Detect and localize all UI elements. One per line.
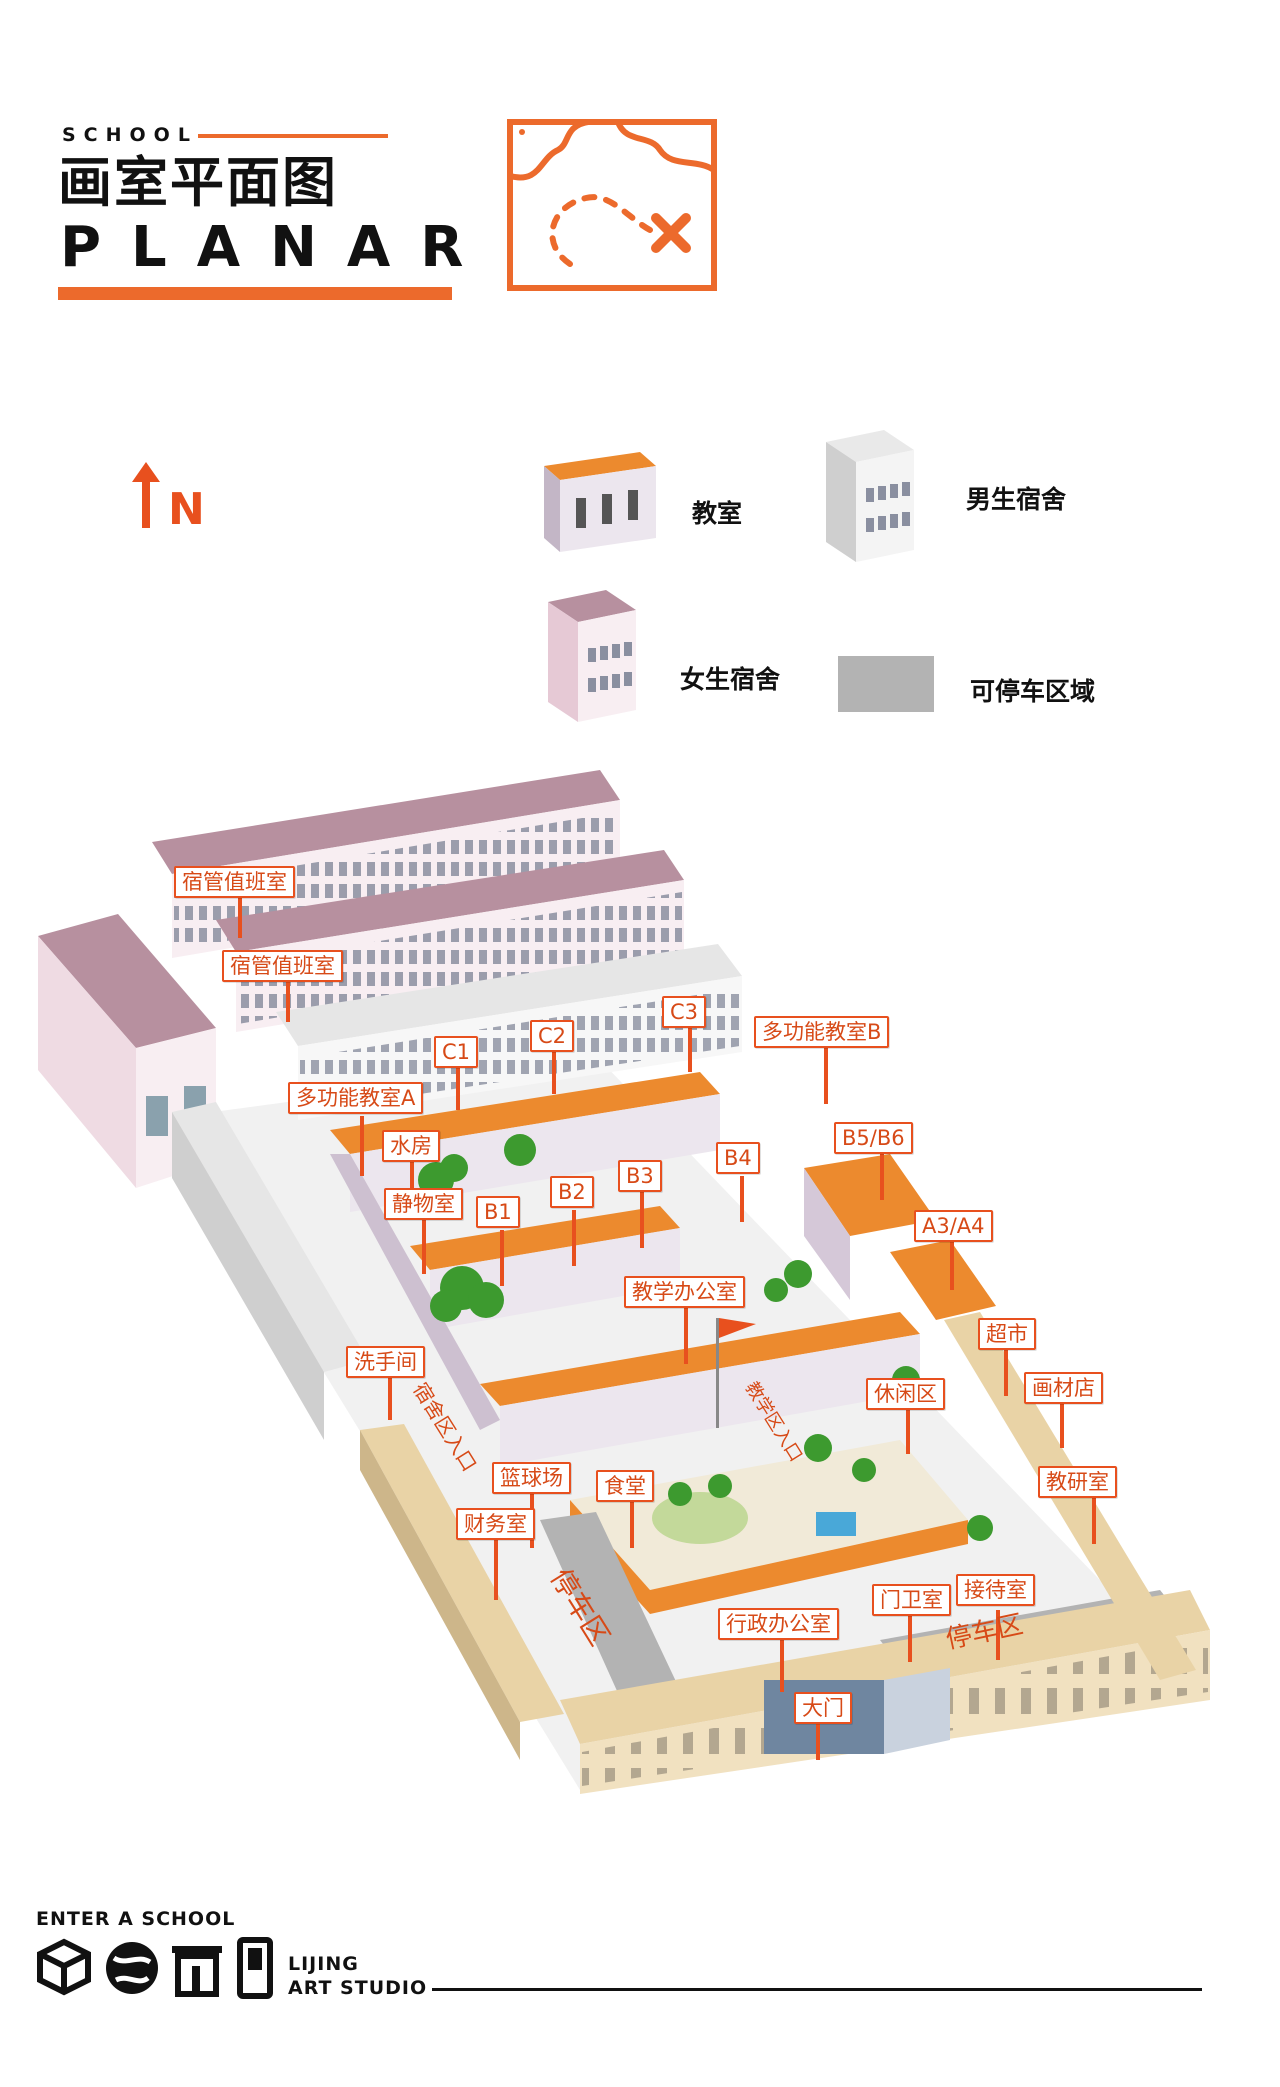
legend-classroom-label: 教室 bbox=[692, 499, 743, 528]
tag-stem bbox=[688, 1012, 692, 1072]
tag-b5-b6: B5/B6 bbox=[834, 1122, 913, 1154]
tag-stem bbox=[360, 1116, 364, 1176]
treasure-map-icon bbox=[507, 119, 717, 291]
tag-stem bbox=[494, 1540, 498, 1600]
north-arrow-icon bbox=[132, 462, 160, 528]
tag-rest-area: 休闲区 bbox=[866, 1378, 945, 1410]
title-underline bbox=[58, 287, 452, 300]
tag-c2: C2 bbox=[530, 1020, 575, 1052]
tag-a3-a4: A3/A4 bbox=[914, 1210, 993, 1242]
footer-rule bbox=[432, 1988, 1202, 1991]
tag-stem bbox=[640, 1192, 644, 1248]
legend-boys-dorm-label: 男生宿舍 bbox=[966, 485, 1067, 514]
tag-basketball: 篮球场 bbox=[492, 1462, 571, 1494]
tag-b2: B2 bbox=[550, 1176, 594, 1208]
tag-multi-b: 多功能教室B bbox=[754, 1016, 890, 1048]
north-indicator: N bbox=[128, 460, 205, 535]
tag-reception: 接待室 bbox=[956, 1574, 1035, 1606]
tag-stem bbox=[950, 1240, 954, 1290]
tag-restroom: 洗手间 bbox=[346, 1346, 425, 1378]
tag-admin-office: 行政办公室 bbox=[718, 1608, 839, 1640]
tag-stem bbox=[456, 1050, 460, 1110]
tag-stem bbox=[552, 1034, 556, 1094]
legend-girls-dorm-label: 女生宿舍 bbox=[680, 665, 781, 694]
tag-stem bbox=[572, 1210, 576, 1266]
tag-c3: C3 bbox=[662, 996, 707, 1028]
girls-dorm-legend-icon bbox=[548, 590, 636, 722]
tag-supermarket: 超市 bbox=[978, 1318, 1036, 1350]
globe-icon bbox=[106, 1942, 158, 1994]
tag-stem bbox=[388, 1372, 392, 1420]
school-label: SCHOOL bbox=[62, 124, 198, 146]
tag-stem bbox=[1004, 1348, 1008, 1396]
studio-name: LIJING ART STUDIO bbox=[288, 1952, 427, 2000]
tag-teaching-office: 教学办公室 bbox=[624, 1276, 745, 1308]
studio-name-line2: ART STUDIO bbox=[288, 1977, 428, 1999]
studio-name-line1: LIJING bbox=[288, 1953, 359, 1975]
tag-stem bbox=[780, 1640, 784, 1692]
tag-stem bbox=[630, 1502, 634, 1548]
tag-canteen: 食堂 bbox=[596, 1470, 654, 1502]
tag-water-room: 水房 bbox=[382, 1130, 440, 1162]
tag-stem bbox=[500, 1230, 504, 1286]
tag-stem bbox=[816, 1718, 820, 1760]
north-label: N bbox=[168, 484, 205, 535]
parking-legend-swatch bbox=[838, 656, 934, 712]
header-rule bbox=[198, 134, 388, 138]
tag-main-gate: 大门 bbox=[794, 1692, 852, 1724]
page-title: 画室平面图 bbox=[58, 151, 338, 214]
tag-stem bbox=[996, 1610, 1000, 1660]
tag-stem bbox=[1060, 1400, 1064, 1448]
phone-icon bbox=[237, 1937, 273, 1999]
tag-dorm-duty-1: 宿管值班室 bbox=[174, 866, 295, 898]
tag-research-room: 教研室 bbox=[1038, 1466, 1117, 1498]
tag-stem bbox=[1092, 1496, 1096, 1544]
tag-stem bbox=[238, 882, 242, 938]
tag-stem bbox=[422, 1218, 426, 1274]
footer-tagline: ENTER A SCHOOL bbox=[36, 1908, 236, 1930]
tag-multi-a: 多功能教室A bbox=[288, 1082, 424, 1114]
page-subtitle: PLANAR bbox=[60, 215, 494, 280]
tag-b4: B4 bbox=[716, 1142, 760, 1174]
building-icon bbox=[172, 1946, 222, 1997]
tag-stem bbox=[684, 1308, 688, 1364]
boys-dorm-legend-icon bbox=[826, 430, 914, 562]
tag-stem bbox=[908, 1612, 912, 1662]
cube-icon bbox=[37, 1938, 91, 1996]
tag-stem bbox=[824, 1044, 828, 1104]
tag-stem bbox=[906, 1406, 910, 1454]
tag-finance: 财务室 bbox=[456, 1508, 535, 1540]
tag-stem bbox=[880, 1150, 884, 1200]
classroom-legend-icon bbox=[544, 452, 656, 552]
tag-guard: 门卫室 bbox=[872, 1584, 951, 1616]
tag-b1: B1 bbox=[476, 1196, 520, 1228]
tag-dorm-duty-2: 宿管值班室 bbox=[222, 950, 343, 982]
legend-parking-label: 可停车区域 bbox=[970, 677, 1096, 706]
tag-c1: C1 bbox=[434, 1036, 479, 1068]
tag-stem bbox=[286, 966, 290, 1022]
tag-art-store: 画材店 bbox=[1024, 1372, 1103, 1404]
footer-icon-row bbox=[37, 1937, 273, 1999]
tag-b3: B3 bbox=[618, 1160, 662, 1192]
tag-stem bbox=[740, 1176, 744, 1222]
tag-still-life: 静物室 bbox=[384, 1188, 463, 1220]
